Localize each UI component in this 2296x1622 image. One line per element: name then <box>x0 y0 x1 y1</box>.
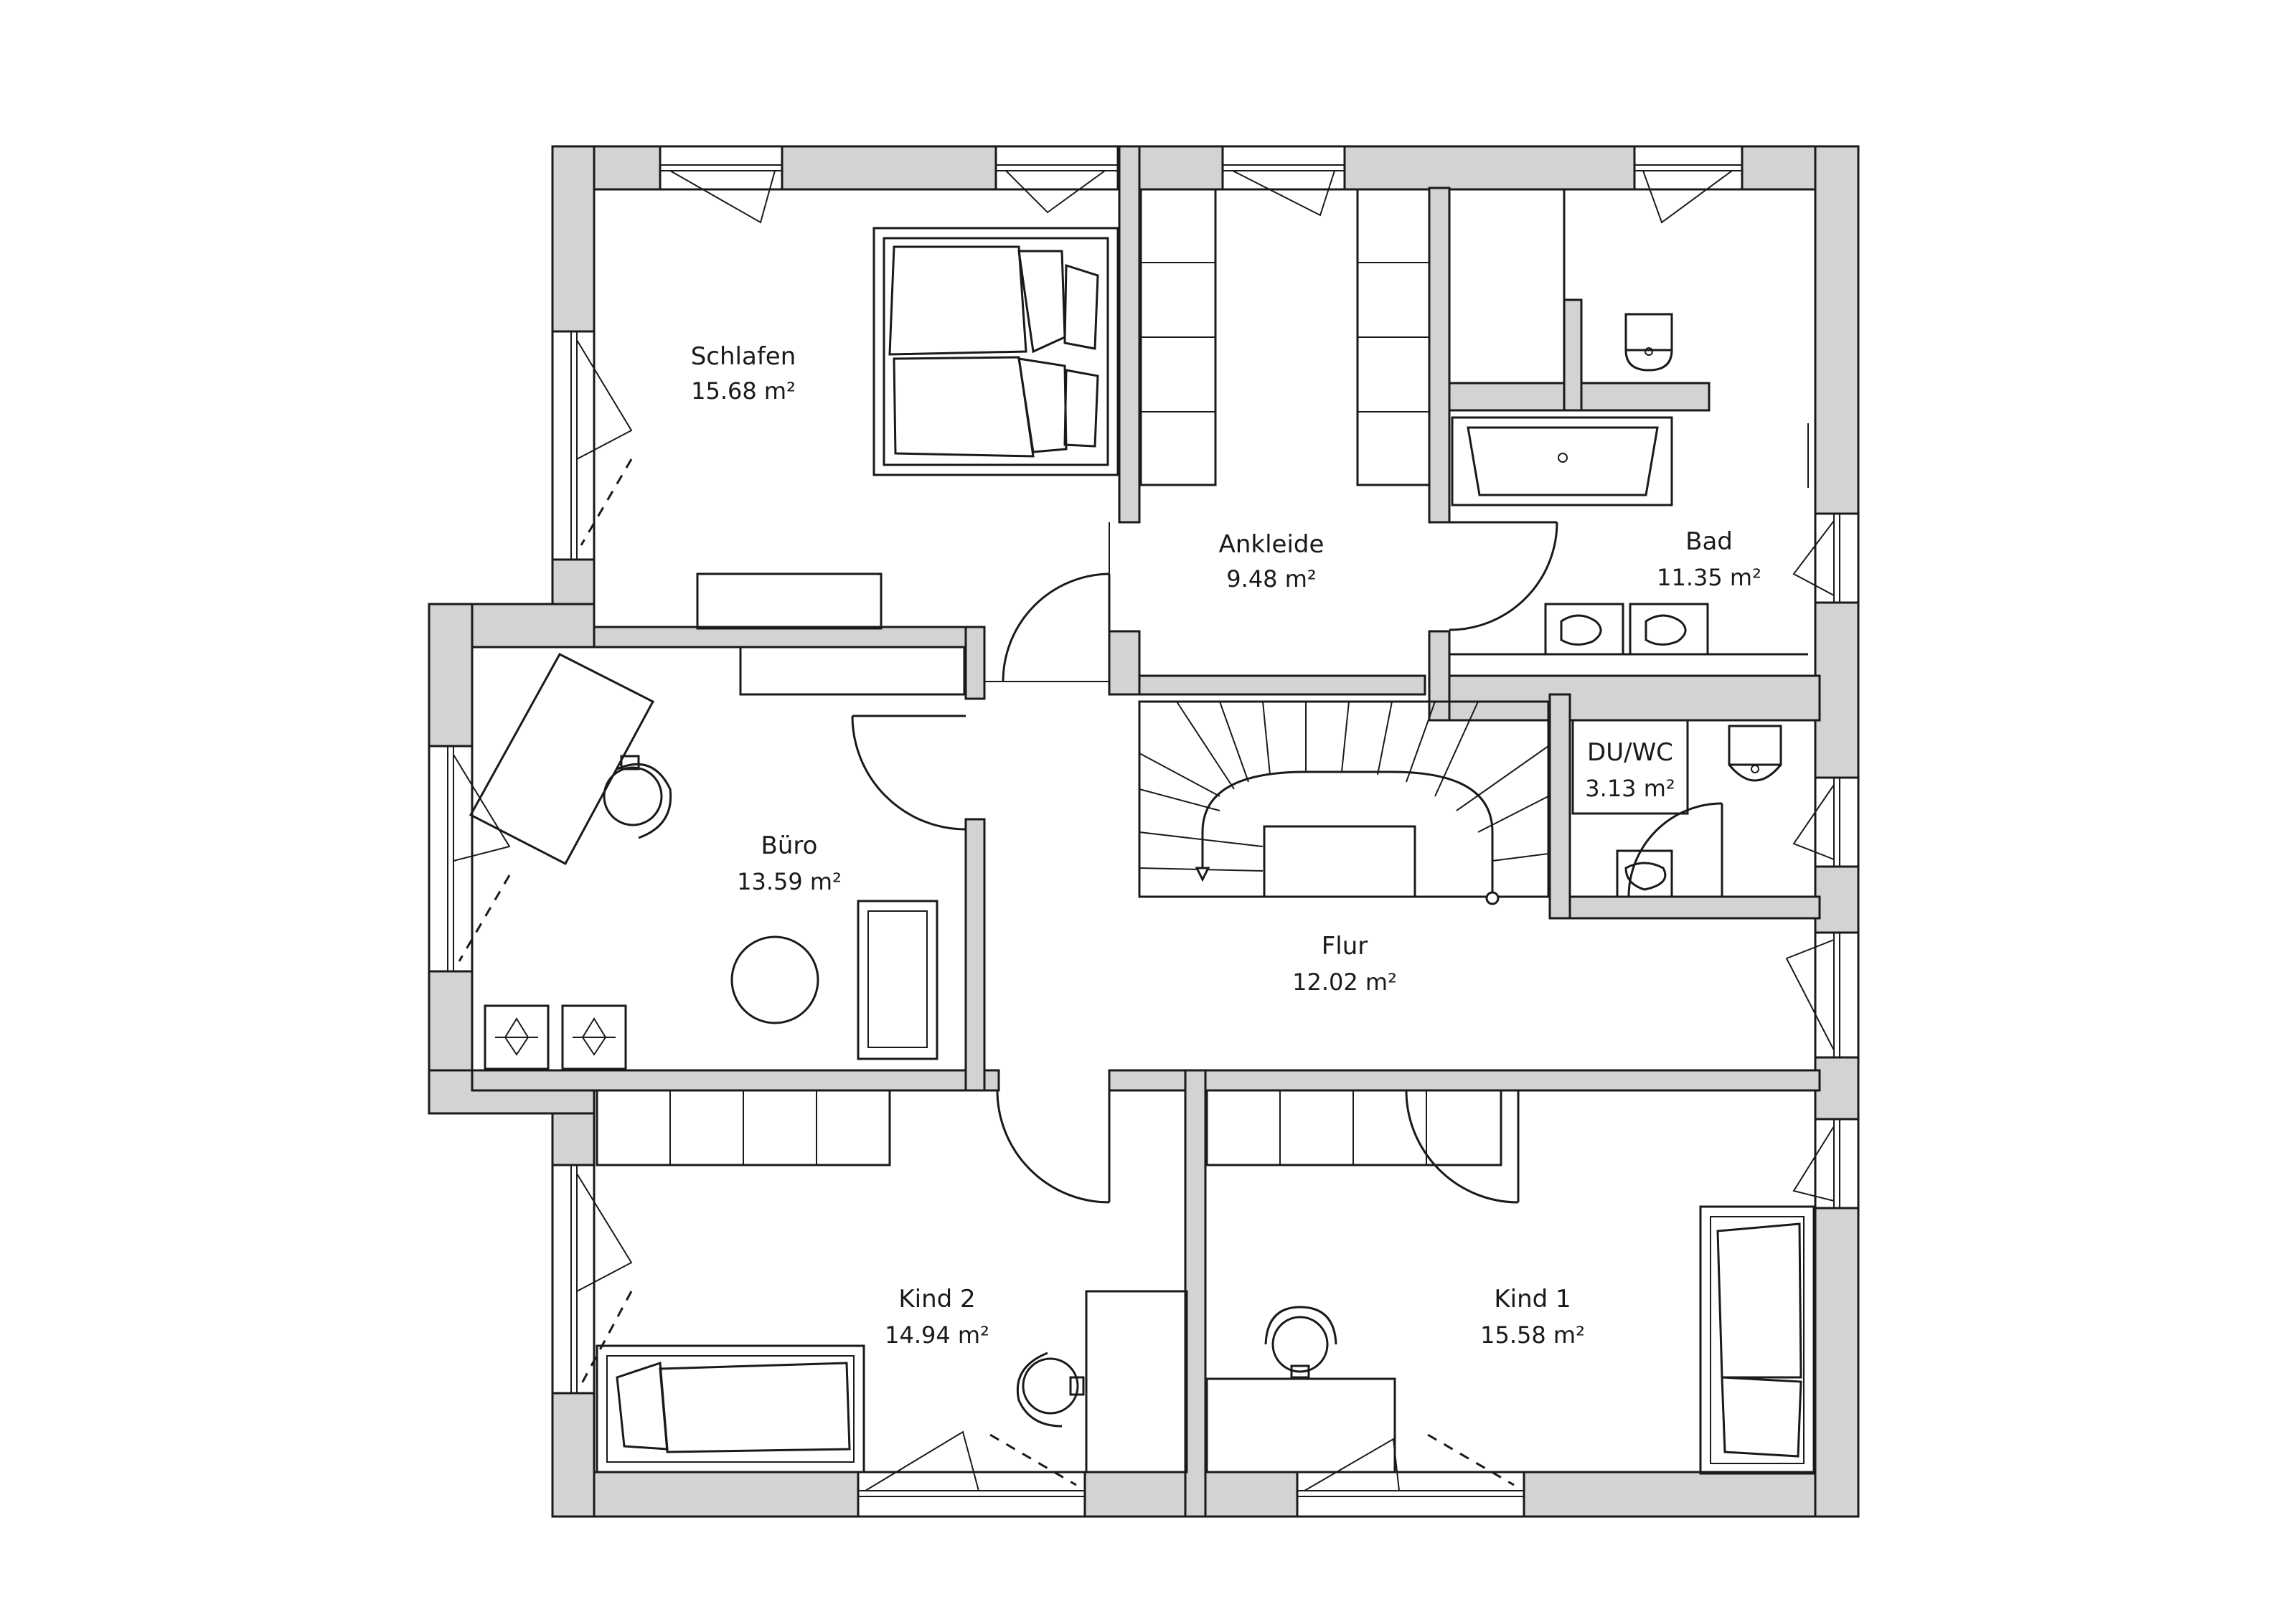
wardrobe-kind2 <box>596 1089 891 1166</box>
room-area-buero: 13.59 m² <box>737 868 842 895</box>
wall-buero-flur <box>964 818 986 1092</box>
window-bottom-kind2 <box>857 1471 1086 1518</box>
chair-kind1 <box>1264 1306 1337 1379</box>
room-area-kind2: 14.94 m² <box>885 1321 989 1349</box>
chair-buero <box>603 755 672 839</box>
wall-bad-duwc <box>1448 674 1821 722</box>
sideboard-schlafen <box>696 572 883 630</box>
desk-buero <box>469 653 655 866</box>
wall-schlafen-buero <box>593 626 986 649</box>
staircase <box>1138 700 1550 905</box>
window-bottom-kind1 <box>1296 1471 1525 1518</box>
room-name-kind1: Kind 1 <box>1494 1285 1571 1314</box>
room-area-ankleide: 9.48 m² <box>1226 565 1316 593</box>
window-right-flur <box>1814 931 1860 1059</box>
round-table <box>730 935 819 1024</box>
doors <box>851 521 1723 1204</box>
window-top-2 <box>994 145 1119 191</box>
window-top-3 <box>1221 145 1346 191</box>
wall-kind-divider <box>1184 1069 1207 1518</box>
washbasins <box>1449 603 1808 656</box>
washbasin-duwc <box>1616 849 1673 898</box>
toilet-bad <box>1624 313 1673 372</box>
wall-schlafen-ankleide <box>1118 145 1141 524</box>
window-right-kind1 <box>1814 1118 1860 1210</box>
window-left-buero <box>428 745 474 973</box>
room-name-schlafen: Schlafen <box>691 342 796 371</box>
wall-duwc-left <box>1548 693 1571 920</box>
wall-ankleide-bad <box>1428 187 1451 524</box>
window-top-4 <box>1633 145 1744 191</box>
window-left-schlafen <box>551 330 596 561</box>
wall-duwc-bottom <box>1548 895 1821 920</box>
wall-ankleide-bad-low <box>1428 630 1451 722</box>
shower-duwc <box>1571 719 1689 815</box>
window-right-bad <box>1814 512 1860 604</box>
wall-ankleide-flur <box>1108 674 1426 696</box>
desk-kind1 <box>1205 1377 1396 1474</box>
walls <box>428 145 1860 1518</box>
wardrobe-kind1 <box>1205 1089 1502 1166</box>
windows <box>428 145 1860 1518</box>
room-area-kind1: 15.58 m² <box>1480 1321 1585 1349</box>
desk-kind2 <box>1085 1290 1188 1474</box>
room-area-flur: 12.02 m² <box>1292 968 1397 996</box>
furniture <box>469 188 1815 1475</box>
sofa-buero <box>857 900 938 1060</box>
double-bed <box>872 227 1119 476</box>
shower <box>1448 188 1566 385</box>
room-name-flur: Flur <box>1322 932 1368 961</box>
plants-buero <box>484 1004 627 1070</box>
wall-bad-shower <box>1563 298 1583 412</box>
wall-buero-flur-top <box>964 626 986 700</box>
window-right-duwc <box>1814 776 1860 868</box>
room-name-ankleide: Ankleide <box>1219 530 1325 559</box>
room-name-duwc: DU/WC <box>1587 738 1673 767</box>
room-name-bad: Bad <box>1685 527 1733 556</box>
room-area-bad: 11.35 m² <box>1657 564 1761 591</box>
toilet-duwc <box>1728 725 1782 782</box>
wall-buero-kind2 <box>471 1069 1000 1092</box>
bathtub <box>1451 416 1673 506</box>
bed-kind2 <box>596 1344 865 1474</box>
bed-kind1 <box>1699 1205 1815 1475</box>
chair-kind2 <box>1016 1352 1085 1428</box>
window-top-1 <box>659 145 784 191</box>
wardrobe-ankleide <box>1139 188 1431 486</box>
room-name-buero: Büro <box>761 831 818 860</box>
window-left-kind2 <box>551 1164 596 1395</box>
sideboard-buero <box>739 646 966 696</box>
room-labels: Schlafen 15.68 m² Ankleide 9.48 m² Bad 1… <box>691 342 1761 1349</box>
room-name-kind2: Kind 2 <box>898 1285 975 1314</box>
wall-ankleide-corr <box>1108 630 1141 696</box>
wall-flur-kinder <box>1108 1069 1821 1092</box>
room-area-duwc: 3.13 m² <box>1585 775 1675 802</box>
room-area-schlafen: 15.68 m² <box>691 377 796 405</box>
